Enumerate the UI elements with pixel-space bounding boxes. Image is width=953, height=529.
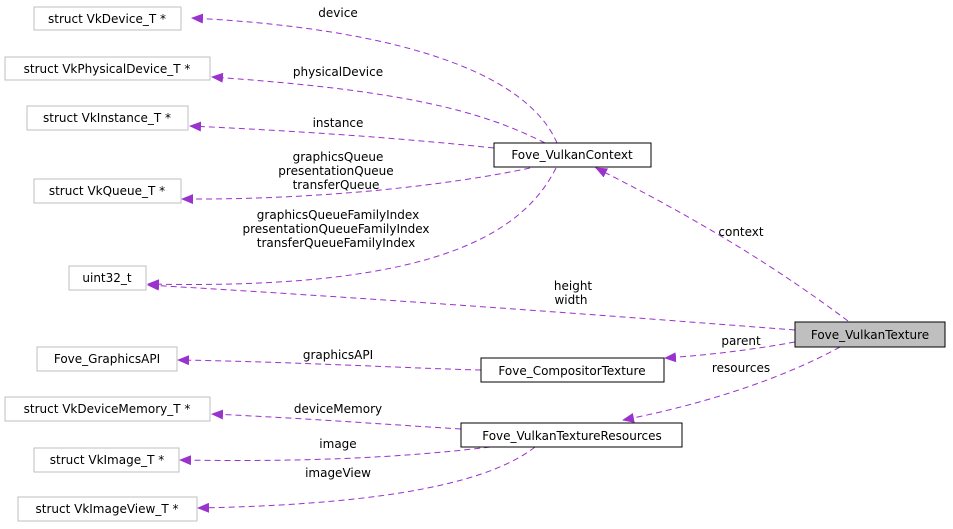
node-compositortexture[interactable]: Fove_CompositorTexture [480, 357, 665, 383]
node-vkqueue[interactable]: struct VkQueue_T * [33, 178, 182, 204]
label-parent: parent [721, 334, 761, 348]
label-instance: instance [313, 116, 364, 130]
edge-parent [664, 341, 796, 363]
svg-text:struct VkDevice_T *: struct VkDevice_T * [48, 12, 166, 26]
svg-text:Fove_VulkanContext: Fove_VulkanContext [511, 148, 633, 162]
node-vulkancontext[interactable]: Fove_VulkanContext [493, 142, 652, 168]
label-transfer-queue: transferQueue [293, 178, 380, 192]
label-presentation-queue: presentationQueue [278, 164, 393, 178]
node-graphicsapi[interactable]: Fove_GraphicsAPI [36, 346, 178, 372]
node-vkinstance[interactable]: struct VkInstance_T * [26, 105, 189, 131]
svg-text:Fove_CompositorTexture: Fove_CompositorTexture [498, 364, 645, 378]
edge-physical-device [211, 72, 546, 144]
svg-text:Fove_VulkanTextureResources: Fove_VulkanTextureResources [482, 429, 662, 443]
edge-image-view [197, 446, 536, 513]
svg-text:struct VkDeviceMemory_T *: struct VkDeviceMemory_T * [24, 402, 191, 416]
edge-queues [181, 167, 531, 205]
edge-device-memory [211, 409, 462, 430]
edge-resources [622, 346, 841, 423]
svg-text:struct VkImageView_T *: struct VkImageView_T * [36, 502, 179, 516]
node-vulkantexture-highlighted[interactable]: Fove_VulkanTexture [794, 321, 946, 348]
svg-text:struct VkImage_T *: struct VkImage_T * [50, 453, 165, 467]
label-image-view: imageView [305, 466, 371, 480]
edge-image [179, 446, 491, 466]
edges [147, 13, 849, 513]
edge-instance [189, 121, 495, 149]
label-height: height [554, 279, 593, 293]
svg-text:struct VkPhysicalDevice_T *: struct VkPhysicalDevice_T * [24, 62, 191, 76]
svg-text:Fove_GraphicsAPI: Fove_GraphicsAPI [54, 352, 160, 366]
node-vulkantextureresources[interactable]: Fove_VulkanTextureResources [460, 422, 683, 448]
label-device: device [318, 6, 357, 20]
label-context: context [718, 225, 764, 239]
node-vkdevicememory[interactable]: struct VkDeviceMemory_T * [4, 396, 211, 422]
node-vkdevice[interactable]: struct VkDevice_T * [33, 6, 182, 31]
label-image: image [319, 437, 356, 451]
label-graphics-queue: graphicsQueue [293, 150, 384, 164]
node-vkimage[interactable]: struct VkImage_T * [33, 447, 180, 473]
edge-dimensions [147, 280, 796, 331]
edge-graphics-api [177, 355, 482, 371]
edge-context [595, 167, 849, 322]
svg-text:struct VkQueue_T *: struct VkQueue_T * [49, 184, 165, 198]
label-transfer-queue-family: transferQueueFamilyIndex [257, 236, 415, 250]
edge-device [191, 13, 558, 144]
node-uint32[interactable]: uint32_t [68, 265, 147, 291]
edge-queue-families [147, 167, 557, 290]
svg-text:Fove_VulkanTexture: Fove_VulkanTexture [811, 328, 929, 342]
label-graphics-queue-family: graphicsQueueFamilyIndex [257, 208, 419, 222]
label-resources: resources [712, 361, 770, 375]
label-presentation-queue-family: presentationQueueFamilyIndex [242, 222, 429, 236]
label-width: width [554, 293, 587, 307]
edge-labels: device physicalDevice instance graphicsQ… [242, 6, 770, 480]
node-vkphysicaldevice[interactable]: struct VkPhysicalDevice_T * [4, 56, 211, 81]
svg-text:struct VkInstance_T *: struct VkInstance_T * [43, 111, 171, 125]
label-graphics-api: graphicsAPI [303, 348, 373, 362]
svg-text:uint32_t: uint32_t [82, 271, 132, 285]
node-vkimageview[interactable]: struct VkImageView_T * [17, 496, 198, 522]
label-device-memory: deviceMemory [294, 402, 382, 416]
label-physical-device: physicalDevice [293, 65, 383, 79]
